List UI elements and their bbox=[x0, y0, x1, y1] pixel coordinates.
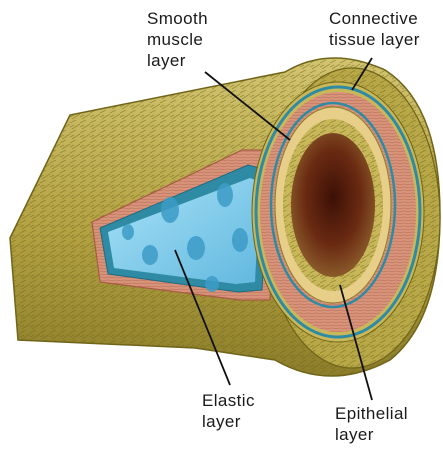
label-smooth-muscle-layer: Smooth muscle layer bbox=[147, 8, 208, 71]
vessel-lumen bbox=[291, 133, 375, 277]
label-connective-tissue-layer: Connective tissue layer bbox=[329, 8, 420, 50]
label-elastic-layer: Elastic layer bbox=[202, 390, 255, 432]
label-epithelial-layer: Epithelial layer bbox=[335, 403, 408, 445]
